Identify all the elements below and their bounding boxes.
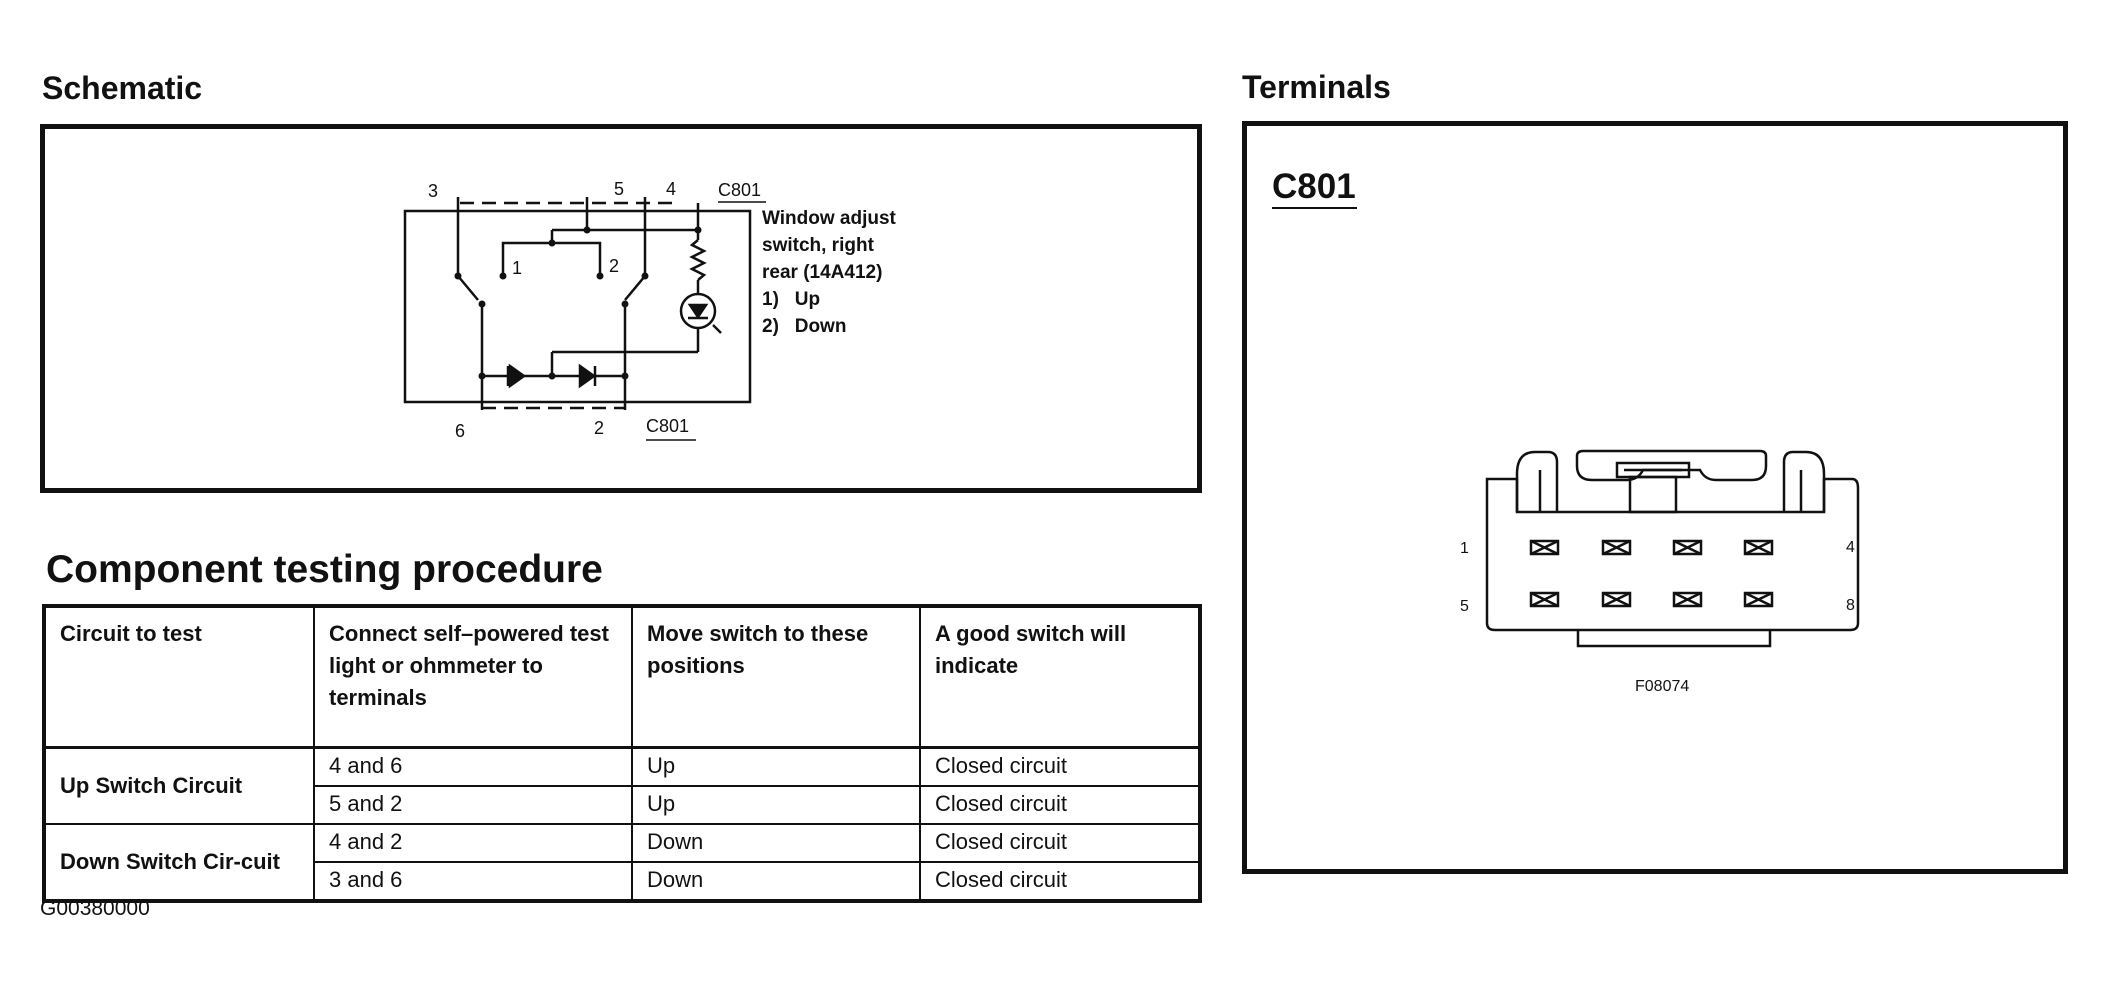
result-cell: Closed circuit xyxy=(919,861,1201,902)
connector-housing xyxy=(1485,477,1860,632)
figure-code: F08074 xyxy=(1635,678,1689,695)
terminal-pin-8-label: 8 xyxy=(1846,597,1855,614)
table-row: 3 and 6 Down Closed circuit xyxy=(44,861,1201,902)
cavity-5 xyxy=(1529,591,1560,608)
top-lock-bar xyxy=(1575,449,1768,482)
column-header: Move switch to these positions xyxy=(631,605,921,749)
description-line: 1) Up xyxy=(762,289,820,310)
table-header-row: Circuit to test Connect self–powered tes… xyxy=(43,605,1201,749)
terminals-cell: 5 and 2 xyxy=(313,785,633,825)
left-switch-blade xyxy=(457,275,479,301)
terminal-pin-5-label: 5 xyxy=(1460,598,1469,615)
result-cell: Closed circuit xyxy=(919,823,1201,863)
result-cell: Closed circuit xyxy=(919,746,1201,787)
cavity-7 xyxy=(1672,591,1703,608)
terminal-pin-1-label: 1 xyxy=(1460,540,1469,557)
pin-label-6: 6 xyxy=(455,421,465,441)
terminals-frame xyxy=(1242,121,2068,874)
table-row: Up Switch Circuit 4 and 6 Up Closed circ… xyxy=(43,746,1201,825)
switch-body xyxy=(403,209,752,404)
terminals-cell: 4 and 2 xyxy=(313,823,633,863)
circuit-cell: Down Switch Cir-cuit xyxy=(43,823,315,902)
description-line: rear (14A412) xyxy=(762,262,882,283)
lamp-arrow xyxy=(712,324,722,334)
table-row: 5 and 2 Up Closed circuit xyxy=(44,785,1201,825)
position-cell: Down xyxy=(631,861,921,902)
result-cell: Closed circuit xyxy=(919,785,1201,825)
schematic-frame xyxy=(40,124,1202,493)
cavity-4 xyxy=(1743,539,1774,556)
pin-label-2: 2 xyxy=(594,418,604,438)
procedure-title: Component testing procedure xyxy=(46,548,603,591)
pin-label-4: 4 xyxy=(666,179,676,199)
right-diode-triangle xyxy=(578,363,597,389)
connector-label-bottom: C801 xyxy=(646,416,689,436)
right-latch xyxy=(1782,450,1826,512)
position-cell: Down xyxy=(631,823,921,863)
left-diode-triangle xyxy=(508,363,527,389)
connector-face xyxy=(1485,449,1860,648)
cavity-3 xyxy=(1672,539,1703,556)
cavity-1 xyxy=(1529,539,1560,556)
description-line: Window adjust xyxy=(762,208,897,229)
terminal-cavities xyxy=(1529,539,1774,608)
table-row: Down Switch Cir-cuit 4 and 2 Down Closed… xyxy=(43,823,1201,902)
connector-name: C801 xyxy=(1272,167,1356,206)
column-header: A good switch will indicate xyxy=(919,605,1201,749)
pin-label-5: 5 xyxy=(614,179,624,199)
pin-label-3: 3 xyxy=(428,181,438,201)
column-header: Connect self–powered test light or ohmme… xyxy=(313,605,633,749)
connector-label-top: C801 xyxy=(718,180,761,200)
terminals-cell: 4 and 6 xyxy=(313,746,633,787)
cavity-8 xyxy=(1743,591,1774,608)
terminal-pin-4-label: 4 xyxy=(1846,539,1855,556)
right-switch-blade xyxy=(624,275,646,301)
inner-pin-label-2: 2 xyxy=(609,256,619,276)
testing-procedure-table: Circuit to test Connect self–powered tes… xyxy=(42,604,1202,903)
switch-description: Window adjust switch, right rear (14A412… xyxy=(762,208,897,337)
figure-id: G00380000 xyxy=(40,897,150,920)
cavity-2 xyxy=(1601,539,1632,556)
inner-pin-label-1: 1 xyxy=(512,258,522,278)
lamp-diode xyxy=(687,303,709,320)
lock-key xyxy=(1628,475,1678,514)
schematic-title: Schematic xyxy=(42,70,203,106)
cavity-6 xyxy=(1601,591,1632,608)
bottom-key xyxy=(1576,630,1772,648)
position-cell: Up xyxy=(631,746,921,787)
left-latch xyxy=(1515,450,1559,512)
terminals-title: Terminals xyxy=(1242,69,1391,105)
position-cell: Up xyxy=(631,785,921,825)
schematic-junctions xyxy=(454,226,702,380)
resistor xyxy=(689,239,707,281)
description-line: 2) Down xyxy=(762,316,846,337)
column-header: Circuit to test xyxy=(43,605,315,749)
circuit-cell: Up Switch Circuit xyxy=(43,746,315,825)
description-line: switch, right xyxy=(762,235,875,256)
terminals-cell: 3 and 6 xyxy=(313,861,633,902)
